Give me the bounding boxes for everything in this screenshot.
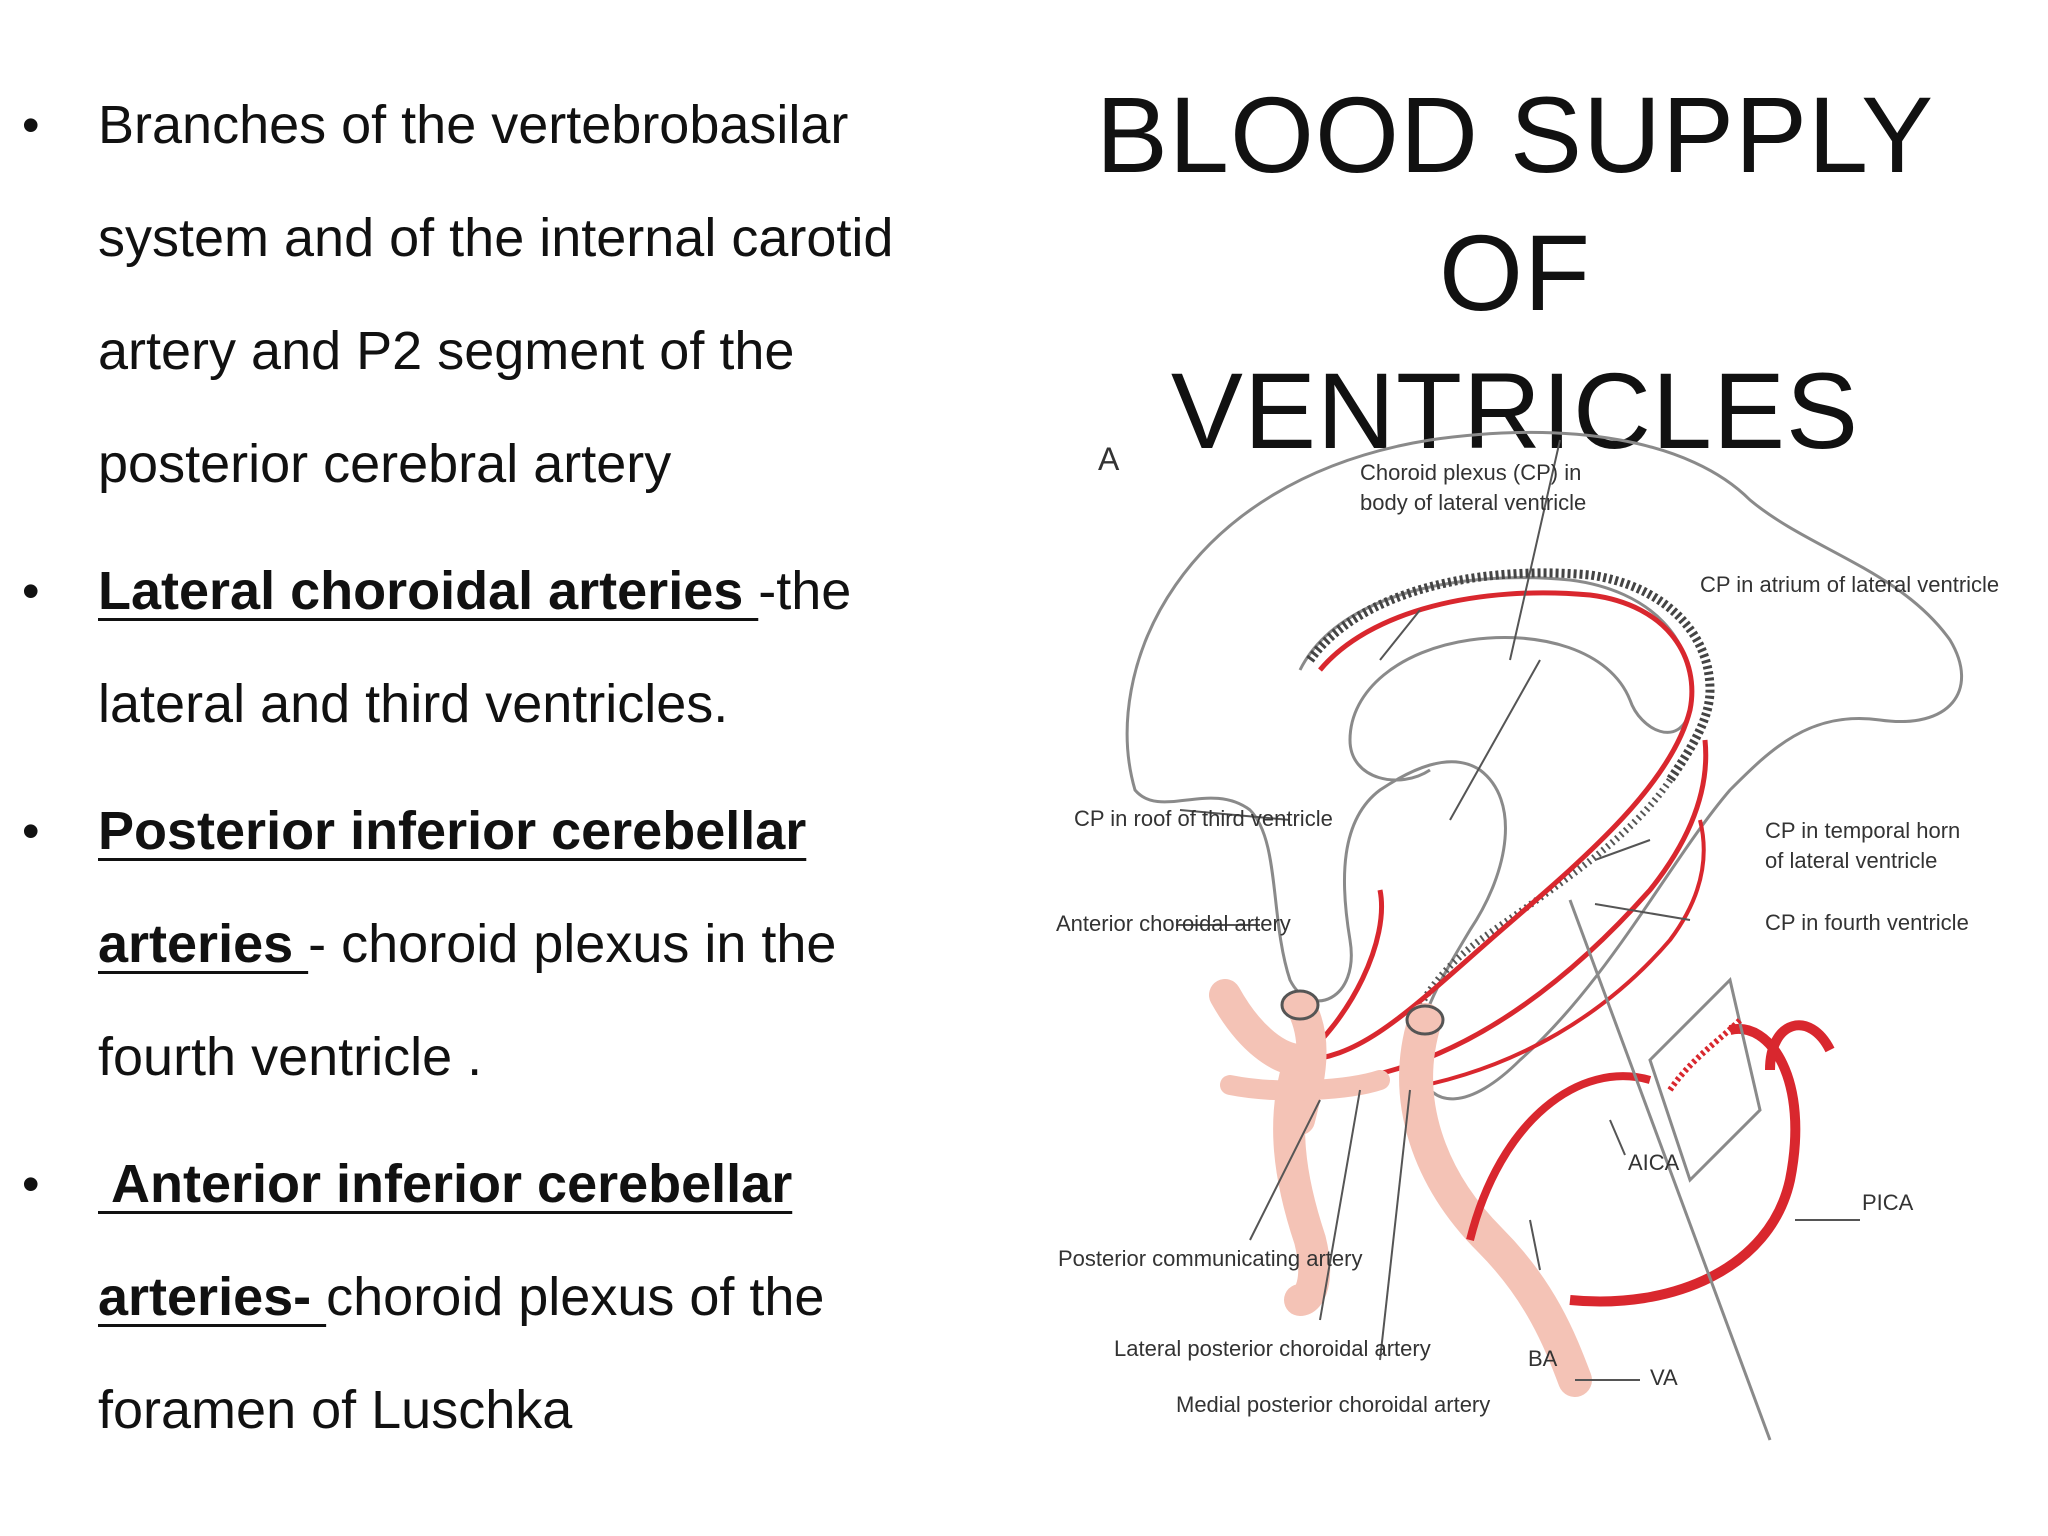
leader-lines	[1176, 439, 1860, 1381]
bullet-line: arteries- choroid plexus of the	[98, 1241, 824, 1354]
pica-loop-top	[1765, 1020, 1835, 1071]
ventricle-blood-supply-diagram: A Choroid plexus (CP) in body of lateral…	[1050, 420, 2048, 1460]
label-anterior-choroidal: Anterior choroidal artery	[1056, 911, 1291, 936]
medial-choroidal-artery-path	[1399, 819, 1706, 1092]
bullet-icon: •	[22, 97, 40, 153]
label-cp-body-line2: body of lateral ventricle	[1360, 490, 1586, 515]
diagram-svg: A Choroid plexus (CP) in body of lateral…	[1056, 431, 1999, 1441]
bullet-text: fourth ventricle .	[98, 1027, 483, 1087]
bullet-list: • Branches of the vertebrobasilar system…	[22, 69, 893, 1467]
label-cp-atrium: CP in atrium of lateral ventricle	[1700, 572, 1999, 597]
bullet-line: posterior cerebral artery	[98, 408, 671, 521]
basilar-artery-vessel	[1399, 1003, 1592, 1397]
bullet-term: arteries-	[98, 1267, 327, 1327]
bullet-text: system and of the internal carotid	[98, 208, 894, 268]
label-medial-posterior-choroidal: Medial posterior choroidal artery	[1176, 1392, 1490, 1417]
title-line-1: BLOOD SUPPLY	[1095, 74, 1935, 195]
bullet-text: Branches of the vertebrobasilar	[98, 95, 849, 155]
label-pica: PICA	[1862, 1190, 1914, 1215]
posterior-choroidal-artery-path	[1349, 739, 1709, 1083]
fourth-ventricle-outline	[1648, 977, 1762, 1183]
title-line-2: OF VENTRICLES	[1170, 212, 1860, 471]
bullet-text: foramen of Luschka	[98, 1380, 573, 1440]
bullet-text: lateral and third ventricles.	[98, 674, 729, 734]
posterior-cerebral-vessel	[1285, 990, 1327, 1135]
bullet-line: lateral and third ventricles.	[98, 648, 728, 761]
slide-title: BLOOD SUPPLY OF VENTRICLES	[1090, 66, 1940, 480]
panel-label: A	[1098, 441, 1120, 477]
posterior-communicating-vessel	[1220, 1070, 1390, 1101]
label-cp-temporal-line1: CP in temporal horn	[1765, 818, 1960, 843]
bullet-line: arteries - choroid plexus in the	[98, 888, 836, 1001]
choroid-plexus-band	[1306, 568, 1715, 783]
label-aica: AICA	[1628, 1150, 1680, 1175]
bullet-text: -the	[758, 561, 852, 621]
label-lateral-posterior-choroidal: Lateral posterior choroidal artery	[1114, 1336, 1431, 1361]
bullet-line: artery and P2 segment of the	[98, 295, 794, 408]
bullet-line: fourth ventricle .	[98, 1001, 482, 1114]
label-cp-temporal-line2: of lateral ventricle	[1765, 848, 1937, 873]
bullet-icon: •	[22, 803, 40, 859]
vessel-opening	[1280, 989, 1320, 1021]
label-cp-fourth: CP in fourth ventricle	[1765, 910, 1969, 935]
label-va: VA	[1650, 1365, 1678, 1390]
bullet-line: Branches of the vertebrobasilar	[98, 69, 848, 182]
bullet-text: - choroid plexus in the	[308, 914, 837, 974]
bullet-term: Anterior inferior cerebellar	[98, 1154, 793, 1214]
basilar-opening	[1405, 1004, 1445, 1036]
aica-artery-path	[1466, 1072, 1652, 1241]
bullet-text: artery and P2 segment of the	[98, 321, 795, 381]
brainstem-line	[1568, 899, 1772, 1441]
label-posterior-communicating: Posterior communicating artery	[1058, 1246, 1362, 1271]
bullet-icon: •	[22, 563, 40, 619]
bullet-icon: •	[22, 1156, 40, 1212]
lateral-choroidal-artery-path	[1299, 590, 1695, 1063]
bullet-line: Anterior inferior cerebellar	[98, 1128, 792, 1241]
label-ba: BA	[1528, 1346, 1558, 1371]
label-cp-body-line1: Choroid plexus (CP) in	[1360, 460, 1581, 485]
bullet-line: foramen of Luschka	[98, 1354, 572, 1467]
bullet-line: Posterior inferior cerebellar	[98, 775, 806, 888]
bullet-text: posterior cerebral artery	[98, 434, 672, 494]
label-cp-roof-third: CP in roof of third ventricle	[1074, 806, 1333, 831]
bullet-text: choroid plexus of the	[326, 1267, 825, 1327]
lateral-ventricle-outline	[1125, 431, 1963, 1101]
internal-carotid-vessel	[1209, 979, 1331, 1316]
pica-artery-path	[1569, 1023, 1801, 1307]
bullet-line: system and of the internal carotid	[98, 182, 893, 295]
bullet-term: Posterior inferior cerebellar	[98, 801, 807, 861]
bullet-line: Lateral choroidal arteries -the	[98, 535, 851, 648]
bullet-term: Lateral choroidal arteries	[98, 561, 759, 621]
bullet-term: arteries	[98, 914, 309, 974]
